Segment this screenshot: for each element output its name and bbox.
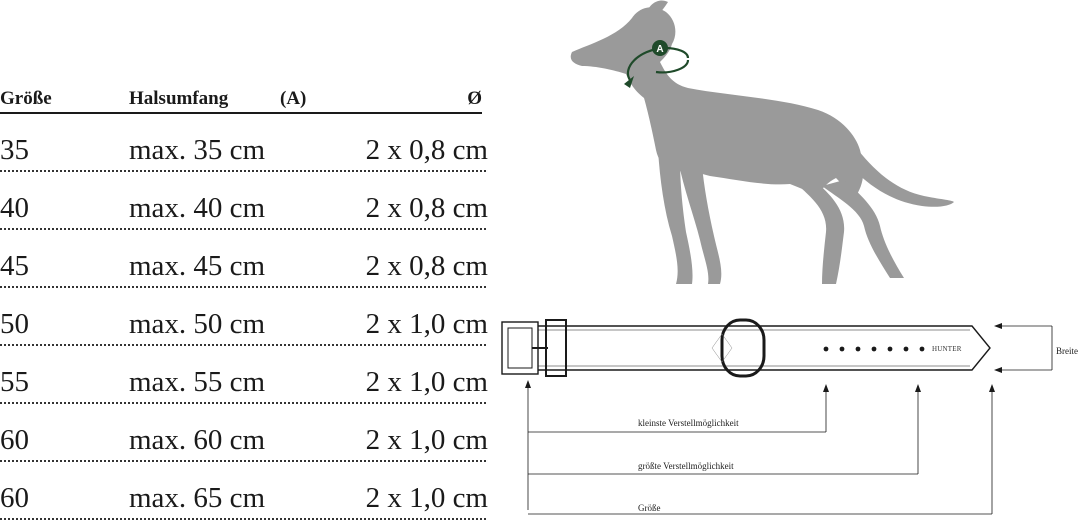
dog-body-icon: [570, 0, 954, 284]
table-row: 55 max. 55 cm 2 x 1,0 cm: [0, 348, 488, 406]
marker-a-label: A: [656, 44, 663, 55]
label-size: Größe: [638, 503, 661, 513]
row-divider: [0, 228, 486, 230]
row-neck: max. 65 cm: [129, 482, 266, 514]
row-neck: max. 40 cm: [129, 192, 266, 224]
row-diameter: 2 x 0,8 cm: [365, 250, 488, 282]
row-diameter: 2 x 1,0 cm: [365, 482, 488, 514]
marker-a-badge: [652, 40, 668, 56]
dog-silhouette-illustration: A: [570, 0, 954, 284]
label-largest-adjustment: größte Verstellmöglichkeit: [638, 461, 734, 471]
row-size: 45: [0, 250, 29, 282]
row-divider: [0, 460, 486, 462]
table-row: 60 max. 65 cm 2 x 1,0 cm: [0, 464, 488, 522]
width-arrow-top-icon: [994, 323, 1002, 329]
d-ring-icon: [720, 318, 766, 378]
row-size: 50: [0, 308, 29, 340]
row-divider: [0, 286, 486, 288]
table-row: 45 max. 45 cm 2 x 0,8 cm: [0, 232, 488, 290]
row-size: 60: [0, 424, 29, 456]
row-diameter: 2 x 1,0 cm: [365, 308, 488, 340]
label-width: Breite: [1056, 346, 1078, 356]
row-neck: max. 45 cm: [129, 250, 266, 282]
row-diameter: 2 x 0,8 cm: [365, 192, 488, 224]
row-diameter: 2 x 1,0 cm: [365, 366, 488, 398]
row-divider: [0, 344, 486, 346]
collar-dimension-diagram: HUNTER Breite kleinste Verstellmöglichke…: [496, 300, 1080, 521]
measure-arrow-largest-icon: [915, 384, 921, 392]
measure-arrow-smallest-icon: [823, 384, 829, 392]
neck-measure-return-icon: [655, 59, 690, 74]
header-divider: [0, 112, 482, 114]
header-marker: (A): [280, 88, 307, 109]
row-divider: [0, 170, 486, 172]
collar-drawing: [501, 318, 1053, 515]
row-divider: [0, 402, 486, 404]
table-row: 40 max. 40 cm 2 x 0,8 cm: [0, 174, 488, 232]
row-neck: max. 55 cm: [129, 366, 266, 398]
adjustment-holes: [823, 346, 925, 352]
row-size: 35: [0, 134, 29, 166]
header-size: Größe: [0, 88, 52, 109]
collar-strap-icon: [538, 325, 991, 371]
row-diameter: 2 x 0,8 cm: [365, 134, 488, 166]
header-diameter: Ø: [467, 88, 482, 109]
table-row: 50 max. 50 cm 2 x 1,0 cm: [0, 290, 488, 348]
row-size: 60: [0, 482, 29, 514]
arrow-head-icon: [624, 76, 634, 88]
row-size: 40: [0, 192, 29, 224]
row-neck: max. 60 cm: [129, 424, 266, 456]
row-divider: [0, 518, 486, 520]
table-row: 35 max. 35 cm 2 x 0,8 cm: [0, 116, 488, 174]
row-diameter: 2 x 1,0 cm: [365, 424, 488, 456]
keeper-loop-icon: [545, 319, 567, 377]
header-neck-circumference: Halsumfang: [129, 88, 229, 109]
width-arrow-bottom-icon: [994, 367, 1002, 373]
measure-arrow-origin-icon: [525, 380, 531, 388]
table-row: 60 max. 60 cm 2 x 1,0 cm: [0, 406, 488, 464]
brand-logo: HUNTER: [932, 345, 962, 353]
size-table: Größe Halsumfang (A) Ø 35 max. 35 cm 2 x…: [0, 0, 490, 521]
measure-arrow-size-icon: [989, 384, 995, 392]
label-smallest-adjustment: kleinste Verstellmöglichkeit: [638, 418, 739, 428]
row-neck: max. 35 cm: [129, 134, 266, 166]
row-size: 55: [0, 366, 29, 398]
row-neck: max. 50 cm: [129, 308, 266, 340]
